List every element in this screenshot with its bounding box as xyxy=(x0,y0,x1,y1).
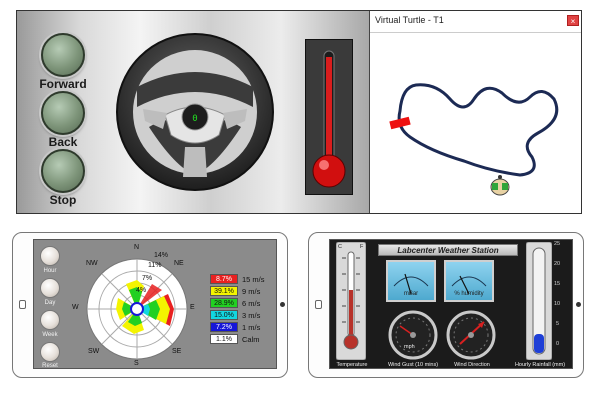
scale-c-label: C xyxy=(338,244,342,250)
pressure-unit-label: mBar xyxy=(403,291,419,297)
temperature-caption: Temperature xyxy=(336,362,368,368)
legend-speed-3: 3 m/s xyxy=(242,311,261,320)
hour-button-label: Hour xyxy=(43,268,57,274)
wind-rose-chart xyxy=(86,258,188,360)
week-button-label: Week xyxy=(42,332,58,338)
turtle-control-panel: Forward Back Stop 0 Virtual Turtle - T1 xyxy=(16,10,582,214)
legend-pct-calm: 1.1% xyxy=(210,334,238,344)
rain-scale-10: 10 xyxy=(554,301,561,307)
turtle-icon xyxy=(490,175,510,196)
compass-nw: NW xyxy=(86,260,98,267)
stop-button[interactable] xyxy=(41,149,85,193)
legend-speed-15: 15 m/s xyxy=(242,275,265,284)
tablet-wind-rose: Hour Day Week Reset xyxy=(12,232,288,378)
tablet-weather-station: Labcenter Weather Station C F Temperatur… xyxy=(308,232,584,378)
steering-wheel[interactable]: 0 xyxy=(115,17,275,207)
compass-n: N xyxy=(134,244,140,251)
throttle-slider[interactable] xyxy=(305,39,353,195)
gust-unit-label: mph xyxy=(404,344,415,350)
legend-pct-9: 39.1% xyxy=(210,286,238,296)
ring-label-14: 14% xyxy=(154,252,169,259)
home-button[interactable] xyxy=(19,300,26,309)
week-button[interactable] xyxy=(40,310,60,330)
humidity-meter: % humidity xyxy=(444,260,494,302)
rainfall-gauge xyxy=(526,242,552,360)
rain-scale-5: 5 xyxy=(556,321,560,327)
wind-gust-gauge xyxy=(388,310,438,360)
pressure-needle xyxy=(404,273,412,295)
reset-button[interactable] xyxy=(40,342,60,362)
rain-scale-25: 25 xyxy=(554,241,561,247)
pressure-meter: mBar xyxy=(386,260,436,302)
rainfall-caption: Hourly Rainfall (mm) xyxy=(514,362,566,368)
rain-scale-15: 15 xyxy=(554,281,561,287)
compass-e: E xyxy=(190,304,195,311)
home-button[interactable] xyxy=(315,300,322,309)
legend-pct-3: 15.0% xyxy=(210,310,238,320)
wind-direction-caption: Wind Direction xyxy=(454,362,490,368)
reset-button-label: Reset xyxy=(42,363,58,369)
compass-sw: SW xyxy=(88,348,100,355)
ring-label-11: 11% xyxy=(148,262,162,269)
scale-f-label: F xyxy=(360,244,364,250)
wind-gust-caption: Wind Gust (10 mins) xyxy=(387,362,439,368)
calm-circle xyxy=(130,302,144,316)
turtle-path xyxy=(397,83,559,177)
camera-dot xyxy=(280,302,285,307)
forward-button[interactable] xyxy=(41,33,85,77)
legend-pct-15: 8.7% xyxy=(210,274,238,284)
stop-button-label: Stop xyxy=(49,193,77,207)
day-button[interactable] xyxy=(40,278,60,298)
humidity-unit-label: % humidity xyxy=(454,291,484,297)
temperature-thermometer xyxy=(336,242,366,360)
legend-pct-6: 28.9% xyxy=(210,298,238,308)
hour-button[interactable] xyxy=(40,246,60,266)
humidity-needle xyxy=(459,275,470,295)
obstacle-marker xyxy=(389,116,411,130)
speed-readout: 0 xyxy=(192,114,197,124)
compass-s: S xyxy=(134,360,139,367)
compass-se: SE xyxy=(172,348,182,355)
rain-scale-0: 0 xyxy=(556,341,560,347)
legend-speed-calm: Calm xyxy=(242,335,260,344)
turtle-window-title: Virtual Turtle - T1 xyxy=(375,15,444,25)
ring-label-4: 4% xyxy=(136,287,147,294)
legend-speed-9: 9 m/s xyxy=(242,287,261,296)
wind-rose-screen: Hour Day Week Reset xyxy=(33,239,277,369)
turtle-track-canvas xyxy=(389,83,559,196)
forward-button-label: Forward xyxy=(39,77,87,91)
legend-speed-6: 6 m/s xyxy=(242,299,261,308)
compass-w: W xyxy=(72,304,79,311)
weather-station-screen: Labcenter Weather Station C F Temperatur… xyxy=(329,239,573,369)
virtual-turtle-window: Virtual Turtle - T1 × xyxy=(369,11,581,213)
compass-ne: NE xyxy=(174,260,184,267)
camera-dot xyxy=(576,302,581,307)
back-button[interactable] xyxy=(41,91,85,135)
rain-scale-20: 20 xyxy=(554,261,561,267)
close-icon[interactable]: × xyxy=(567,15,579,26)
legend-pct-1: 7.2% xyxy=(210,322,238,332)
wind-rose-petals xyxy=(116,280,174,334)
day-button-label: Day xyxy=(44,300,56,306)
back-button-label: Back xyxy=(48,135,78,149)
ring-label-7: 7% xyxy=(142,275,153,282)
weather-station-title: Labcenter Weather Station xyxy=(378,244,518,256)
title-separator xyxy=(370,32,581,33)
legend-speed-1: 1 m/s xyxy=(242,323,261,332)
wind-direction-gauge xyxy=(446,310,496,360)
